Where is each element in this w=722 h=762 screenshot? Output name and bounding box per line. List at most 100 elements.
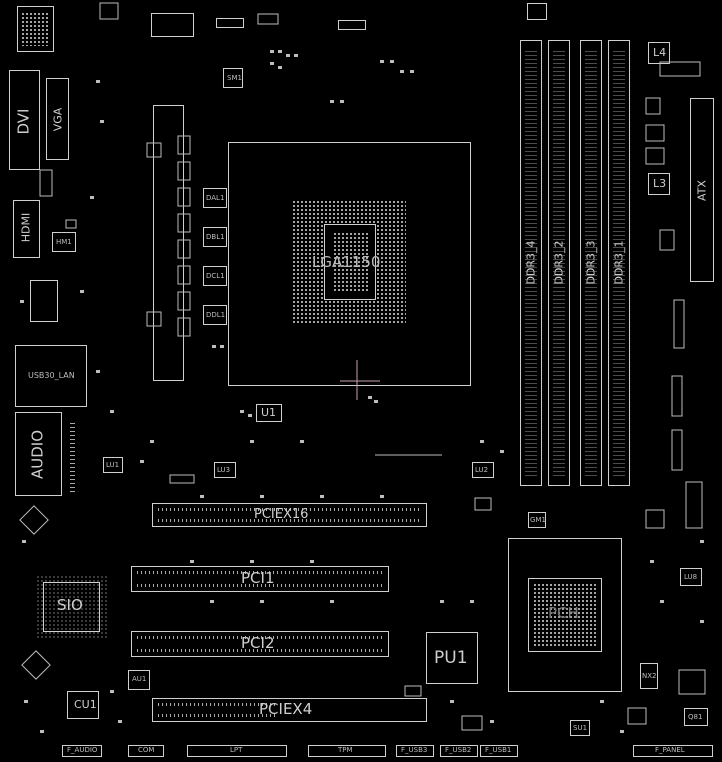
header-f-audio-label: F_AUDIO xyxy=(67,746,98,754)
pciex16-slot xyxy=(152,503,427,527)
l3-label: L3 xyxy=(653,177,667,190)
cpu-socket-center-pins xyxy=(333,232,369,292)
header-tpm xyxy=(308,745,386,757)
lu1-label: LU1 xyxy=(106,461,120,469)
sm1-chip xyxy=(223,68,243,88)
hm1-label: HM1 xyxy=(56,238,72,246)
l4-inductor xyxy=(648,42,670,64)
mosfet-dcl1-label: DCL1 xyxy=(206,272,225,280)
header-f-usb3 xyxy=(396,745,434,757)
gm1-label: GM1 xyxy=(530,516,546,524)
lu3-label: LU3 xyxy=(217,466,231,474)
pci2-pins-2 xyxy=(137,649,383,652)
vga-connector xyxy=(46,78,69,160)
top-left-header xyxy=(17,6,54,52)
top-header-3 xyxy=(338,20,366,30)
pci2-label: PCI2 xyxy=(241,634,275,652)
gm1-chip xyxy=(528,512,546,528)
dimm-pins-2 xyxy=(553,50,565,476)
lu2-label: LU2 xyxy=(475,466,489,474)
mosfet-dcl1 xyxy=(203,266,227,286)
vrm-heatsink-left xyxy=(153,105,184,381)
header-tpm-label: TPM xyxy=(338,746,353,754)
pciex4-pins-2 xyxy=(158,714,278,717)
header-f-usb2-label: F_USB2 xyxy=(445,746,472,754)
pciex4-slot xyxy=(152,698,427,722)
atx-power-connector xyxy=(690,98,714,282)
cpu-socket xyxy=(228,142,471,386)
pch-outline xyxy=(508,538,622,692)
u1-label: U1 xyxy=(261,406,277,419)
l3-inductor xyxy=(648,173,670,195)
header-lpt-label: LPT xyxy=(230,746,243,754)
pciex16-pins xyxy=(158,508,421,511)
top-left-header-pins xyxy=(21,12,49,46)
lu1-chip xyxy=(103,457,123,473)
nx2-chip xyxy=(640,663,658,689)
q81-chip xyxy=(684,708,708,726)
mosfet-ddl1-label: DDL1 xyxy=(206,311,226,319)
header-f-panel xyxy=(633,745,713,757)
cu1-chip xyxy=(67,691,99,719)
pciex4-pins xyxy=(158,703,278,706)
dimm-pins-4 xyxy=(613,50,625,476)
top-header-1 xyxy=(151,13,194,37)
pci1-pins xyxy=(137,571,383,574)
dimm-slot-ddr3-2 xyxy=(548,40,570,486)
sm1-label: SM1 xyxy=(227,74,242,82)
mosfet-dal1 xyxy=(203,188,227,208)
pciex16-pins-2 xyxy=(158,519,421,522)
lu8-label: LU8 xyxy=(684,573,698,581)
mosfet-dbl1-label: DBL1 xyxy=(206,233,225,241)
dimm-slot-ddr3-4 xyxy=(520,40,542,486)
sio-pins xyxy=(36,575,107,639)
lu2-chip xyxy=(472,462,494,478)
u1-chip xyxy=(256,404,282,422)
pci1-label: PCI1 xyxy=(241,569,275,587)
sio-label: SIO xyxy=(57,596,83,614)
pch-pins xyxy=(533,583,597,647)
hdmi-connector xyxy=(13,200,40,258)
pu1-label: PU1 xyxy=(434,648,468,668)
header-f-usb1-label: F_USB1 xyxy=(485,746,512,754)
pu1-chip xyxy=(426,632,478,684)
mosfet-dbl1 xyxy=(203,227,227,247)
header-f-usb2 xyxy=(440,745,478,757)
nx2-label: NX2 xyxy=(642,672,657,680)
audio-side-pins xyxy=(70,420,75,492)
hm1-chip xyxy=(52,232,76,252)
au1-label: AU1 xyxy=(132,675,147,683)
dimm-pins-3 xyxy=(585,50,597,476)
su1-label: SU1 xyxy=(573,724,588,732)
pciex4-label: PCIEX4 xyxy=(259,700,313,718)
dvi-connector xyxy=(9,70,40,170)
header-f-panel-label: F_PANEL xyxy=(655,746,685,754)
mosfet-dal1-label: DAL1 xyxy=(206,194,225,202)
pch-chip xyxy=(528,578,602,652)
lu3-chip xyxy=(214,462,236,478)
header-com-label: COM xyxy=(138,746,155,754)
lu8-chip xyxy=(680,568,702,586)
audio-connector xyxy=(15,412,62,496)
dimm-pins-1 xyxy=(525,50,537,476)
header-f-usb1 xyxy=(480,745,518,757)
top-header-2 xyxy=(216,18,244,28)
pci1-pins-2 xyxy=(137,584,383,587)
cpu-socket-label: LGA1150 xyxy=(312,253,381,271)
mosfet-ddl1 xyxy=(203,305,227,325)
header-f-audio xyxy=(62,745,102,757)
sio-chip xyxy=(43,582,100,632)
pch-label: PCH xyxy=(548,604,579,622)
l4-label: L4 xyxy=(653,46,667,59)
dimm-slot-ddr3-1 xyxy=(608,40,630,486)
pciex16-label: PCIEX16 xyxy=(254,507,309,522)
usb-lan-label: USB30_LAN xyxy=(28,371,75,380)
usb-lan-connector xyxy=(15,345,87,407)
cpu-fan-header xyxy=(527,3,547,20)
header-com xyxy=(128,745,164,757)
q81-label: Q81 xyxy=(688,713,703,721)
su1-chip xyxy=(570,720,590,736)
pci2-slot xyxy=(131,631,389,657)
